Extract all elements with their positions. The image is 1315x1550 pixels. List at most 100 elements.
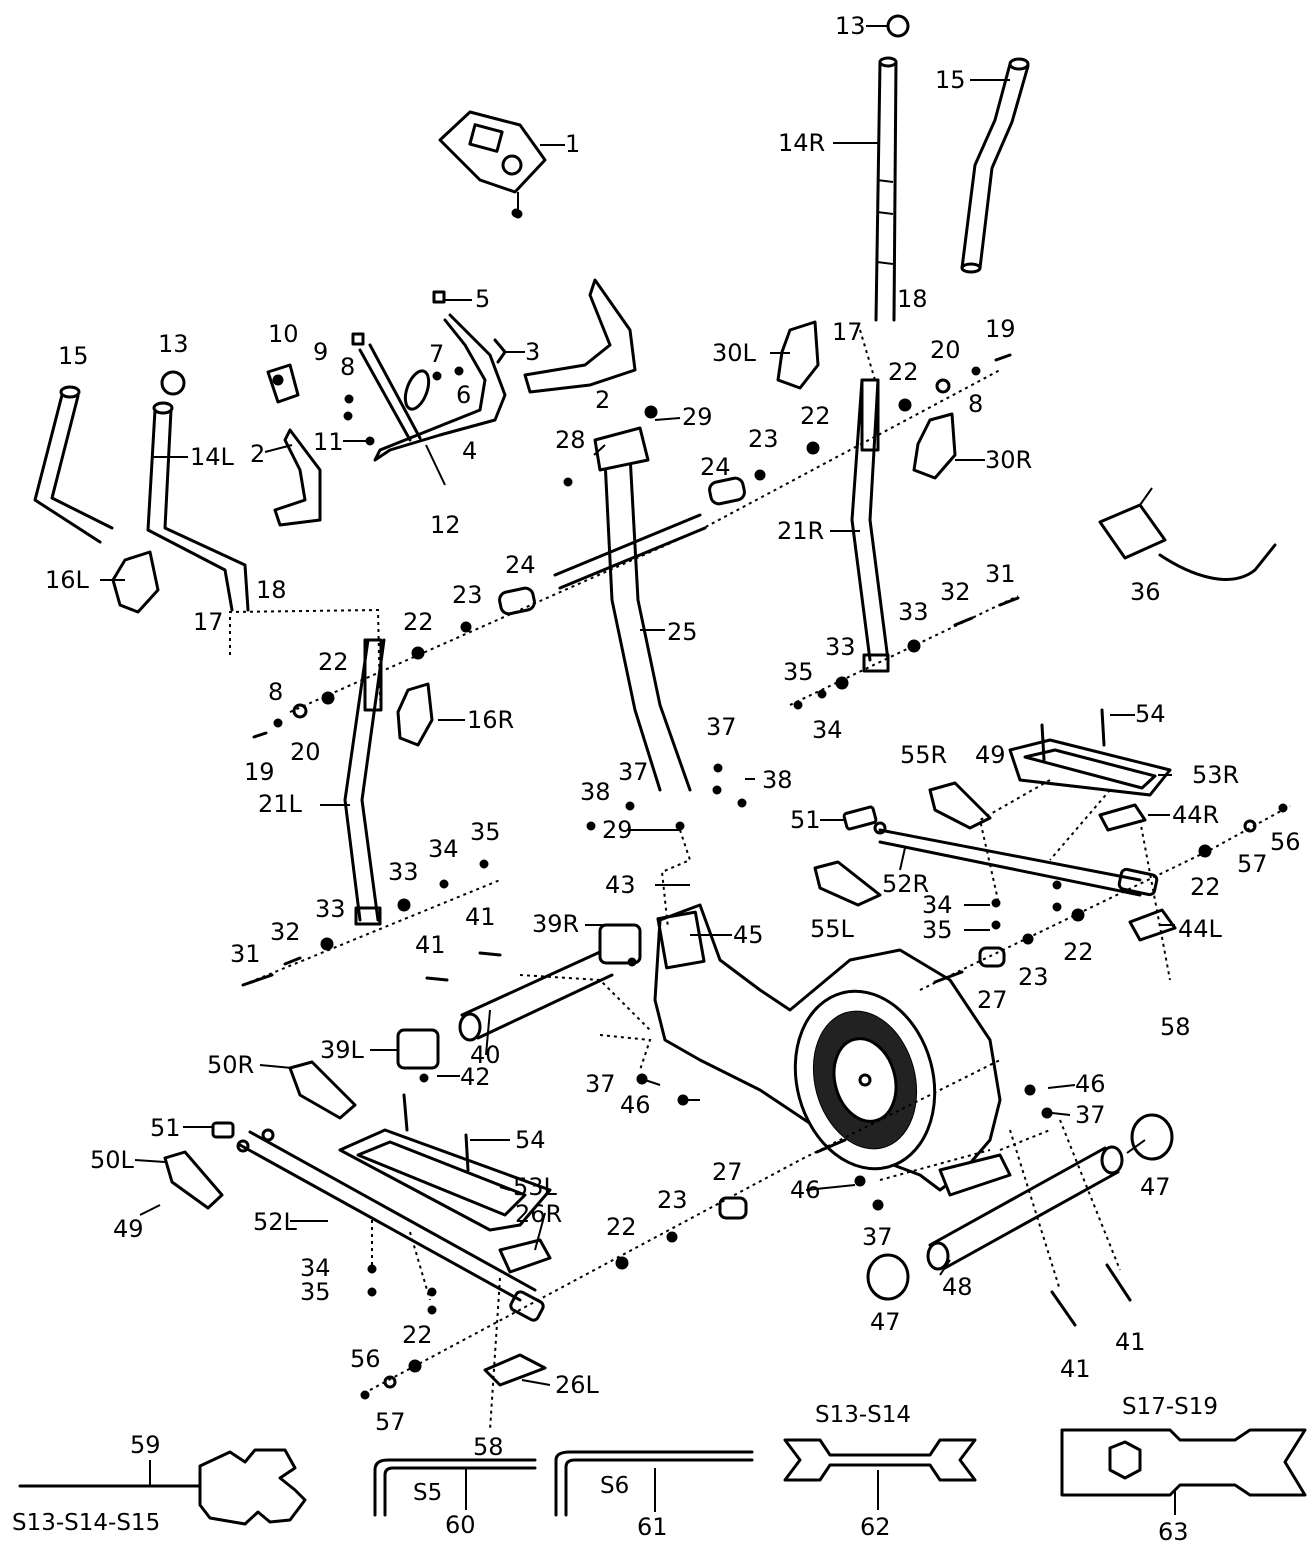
label-57: 57 [375,1408,406,1436]
label-6: 6 [456,381,471,409]
console-icon [438,110,547,219]
label-39R: 39R [532,910,579,938]
label-24: 24 [700,453,731,481]
label-29: 29 [602,816,633,844]
label-16R: 16R [467,706,514,734]
flywheel-icon [653,903,1012,1197]
label-1: 1 [565,130,580,158]
label-49: 49 [975,741,1006,769]
label-61: 61 [637,1513,668,1541]
hardware-icon [273,208,1288,1400]
label-35: 35 [783,658,814,686]
label-59: 59 [130,1431,161,1459]
label-46: 46 [790,1176,821,1204]
assembly-guide-lines [229,329,1291,1431]
label-leaders [100,25,1176,1515]
label-22: 22 [402,1321,433,1349]
label-22: 22 [318,648,349,676]
label-35: 35 [922,916,953,944]
label-21L: 21L [258,790,303,818]
label-51: 51 [150,1114,181,1142]
label-22: 22 [800,402,831,430]
label-20: 20 [930,336,961,364]
label-44L: 44L [1178,915,1223,943]
label-18: 18 [256,576,287,604]
label-46: 46 [620,1091,651,1119]
label-13: 13 [158,330,189,358]
label-24: 24 [505,551,536,579]
label-8: 8 [268,678,283,706]
label-16L: 16L [45,566,90,594]
label-23: 23 [657,1186,688,1214]
label-4: 4 [462,437,477,465]
label-49: 49 [113,1215,144,1243]
label-34: 34 [812,716,843,744]
label-36: 36 [1130,578,1161,606]
foot-pad-icon [483,803,1177,1387]
label-33: 33 [825,633,856,661]
label-63: 63 [1158,1518,1189,1546]
label-2: 2 [250,440,265,468]
label-9: 9 [313,338,328,366]
label-58: 58 [1160,1013,1191,1041]
label-7: 7 [429,340,444,368]
label-41: 41 [1060,1355,1091,1383]
label-37: 37 [1075,1101,1106,1129]
wrench-icon [18,1448,307,1526]
label-22: 22 [1190,873,1221,901]
tool-labels: S13-S14-S15 S5 S6 S13-S14 S17-S19 [12,1394,1218,1536]
label-39L: 39L [320,1036,365,1064]
label-37: 37 [585,1070,616,1098]
label-26L: 26L [555,1371,600,1399]
label-21R: 21R [777,517,824,545]
label-33: 33 [388,858,419,886]
lower-arm-left-icon [343,638,386,926]
label-34: 34 [300,1254,331,1282]
lower-arm-right-icon [850,378,890,673]
label-32: 32 [270,918,301,946]
label-18: 18 [897,285,928,313]
label-43: 43 [605,871,636,899]
label-19: 19 [985,315,1016,343]
handlebar-assembly-icon [351,290,507,486]
label-32: 32 [940,578,971,606]
label-52L: 52L [253,1208,298,1236]
label-54: 54 [1135,700,1166,728]
label-54: 54 [515,1126,546,1154]
label-53L: 53L [513,1173,558,1201]
label-14R: 14R [778,129,825,157]
label-30R: 30R [985,446,1032,474]
wrench-icon [783,1438,977,1482]
label-31: 31 [230,940,261,968]
label-34: 34 [922,891,953,919]
label-60: 60 [445,1511,476,1539]
label-5: 5 [475,285,490,313]
tool-label-s17-s19: S17-S19 [1122,1394,1218,1420]
stabilizer-icon [458,950,1124,1271]
label-23: 23 [452,581,483,609]
label-23: 23 [1018,963,1049,991]
label-41: 41 [1115,1328,1146,1356]
label-46: 46 [1075,1070,1106,1098]
label-22: 22 [1063,938,1094,966]
label-33: 33 [315,895,346,923]
label-15: 15 [935,66,966,94]
label-17: 17 [193,608,224,636]
label-31: 31 [985,560,1016,588]
wrench-icon [1060,1428,1307,1497]
label-25: 25 [667,618,698,646]
label-11: 11 [313,428,344,456]
adapter-icon [1098,487,1277,581]
label-22: 22 [403,608,434,636]
tool-label-s13-s14-s15: S13-S14-S15 [12,1510,160,1536]
label-48: 48 [942,1273,973,1301]
label-45: 45 [733,921,764,949]
label-37: 37 [618,758,649,786]
label-53R: 53R [1192,761,1239,789]
label-35: 35 [470,818,501,846]
label-20: 20 [290,738,321,766]
handle-grip-right-icon [960,57,1030,274]
label-34: 34 [428,835,459,863]
label-56: 56 [350,1345,381,1373]
